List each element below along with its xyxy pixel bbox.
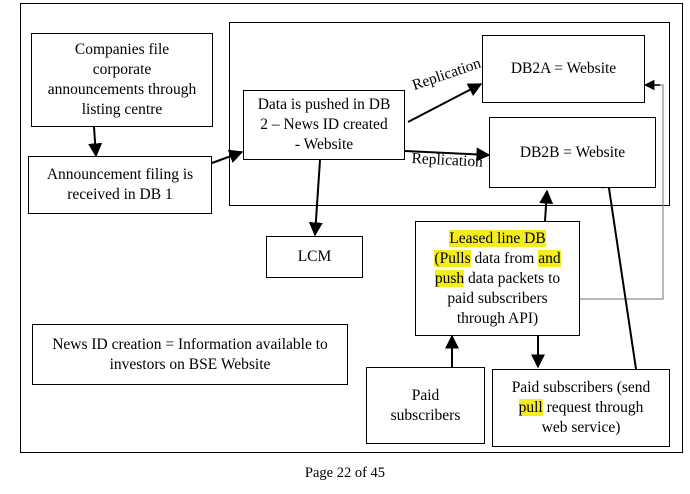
data-pushed-line-2: 2 – News ID created: [260, 116, 388, 133]
data-pushed-line-3: - Website: [294, 136, 354, 153]
data-pushed-line-1: Data is pushed in DB: [257, 96, 391, 113]
announcement-filing-line-2: received in DB 1: [67, 186, 173, 203]
db2a-label: DB2A = Website: [510, 60, 617, 77]
db2a-box: DB2A = Website: [482, 35, 645, 103]
companies-file-line-3: announcements through: [47, 81, 197, 98]
paid-send-line-1: Paid subscribers (send: [511, 379, 651, 396]
replication-label-bottom: Replication: [411, 150, 484, 171]
database-group-frame: [229, 22, 670, 206]
lcm-label: LCM: [297, 248, 332, 265]
companies-file-line-4: listing centre: [81, 101, 163, 118]
db2b-label: DB2B = Website: [519, 143, 626, 161]
leased-line-data-packets: data packets to: [464, 269, 561, 287]
page-number: Page 22 of 45: [304, 465, 386, 481]
leased-line-line-5: through API): [456, 309, 539, 327]
news-id-line-2: investors on BSE Website: [109, 355, 271, 373]
data-pushed-box: Data is pushed in DB 2 – News ID created…: [243, 90, 405, 160]
leased-line-pulls: Pulls: [439, 249, 471, 267]
paid-subscribers-line-1: Paid: [411, 386, 440, 404]
announcement-filing-line-1: Announcement filing is: [46, 166, 194, 183]
diagram-frame: [20, 3, 683, 453]
paid-subscribers-line-2: subscribers: [390, 406, 461, 424]
leased-line-line-3: push data packets to: [434, 269, 561, 289]
leased-line-title: Leased line DB: [449, 229, 546, 249]
paid-send-request-through: request through: [542, 399, 644, 416]
companies-file-line-1: Companies file: [74, 41, 170, 58]
paid-send-line-2: pull request through: [518, 398, 644, 418]
paid-subscribers-box: Paid subscribers: [366, 367, 485, 444]
leased-line-line-4: paid subscribers: [447, 289, 548, 307]
companies-file-box: Companies file corporate announcements t…: [31, 33, 213, 127]
leased-line-open-paren: (: [434, 249, 440, 267]
db2b-box: DB2B = Website: [489, 117, 656, 188]
leased-line-push: push: [434, 269, 465, 287]
leased-line-line-2: (Pulls data from and: [434, 249, 561, 269]
paid-subscribers-send-box: Paid subscribers (send pull request thro…: [492, 369, 670, 447]
companies-file-line-2: corporate: [92, 61, 152, 78]
paid-send-pull: pull: [518, 399, 543, 416]
leased-line-box: Leased line DB (Pulls data from and push…: [415, 221, 580, 336]
news-id-line-1: News ID creation = Information available…: [52, 335, 328, 353]
lcm-box: LCM: [266, 236, 363, 278]
paid-send-line-3: web service): [541, 419, 621, 436]
leased-line-and: and: [538, 249, 561, 267]
news-id-box: News ID creation = Information available…: [32, 324, 348, 385]
announcement-filing-box: Announcement filing is received in DB 1: [28, 156, 212, 214]
leased-line-title-text: Leased line DB: [449, 229, 546, 247]
leased-line-data-from: data from: [470, 249, 539, 267]
